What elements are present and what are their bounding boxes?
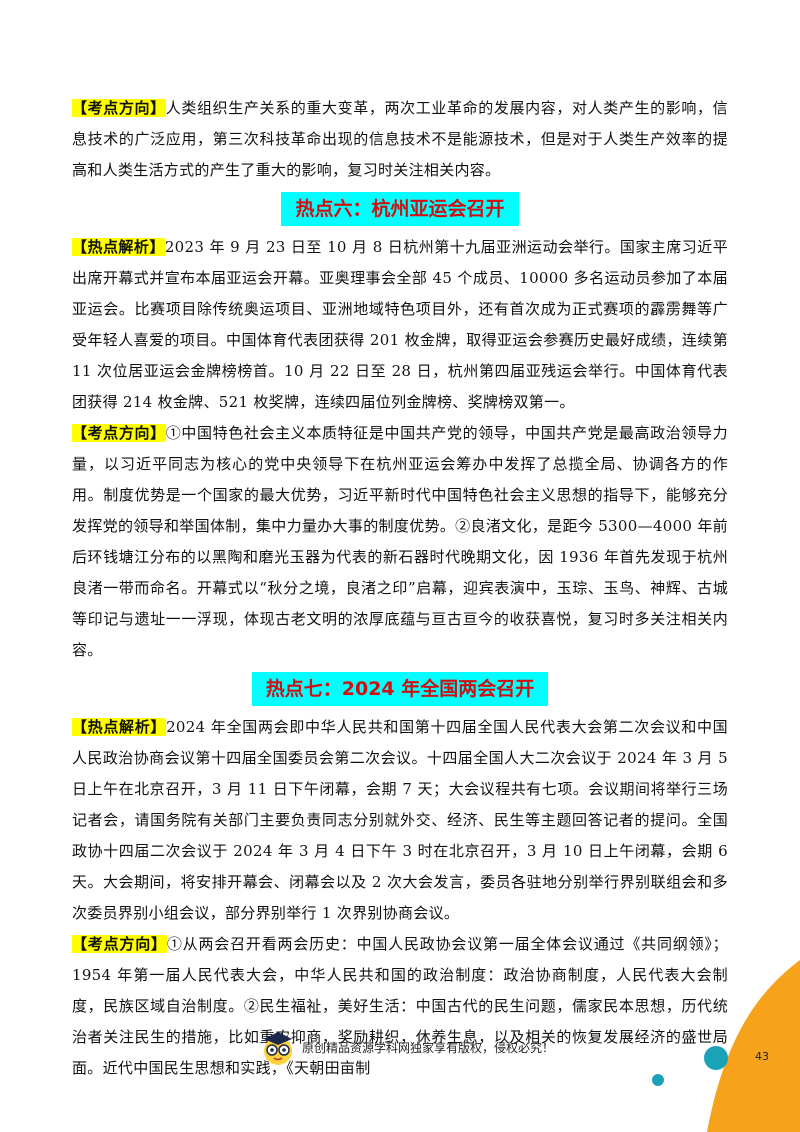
footer-copyright: 原创精品资源学科网独家享有版权，侵权必究！ [302, 1040, 555, 1055]
page-content: 【考点方向】人类组织生产关系的重大变革，两次工业革命的发展内容，对人类产生的影响… [72, 93, 728, 1084]
page-number: 43 [755, 1050, 769, 1063]
tag-label: 【考点方向】 [72, 935, 167, 953]
tag-label: 【热点解析】 [72, 718, 167, 736]
heading-wrap-7: 热点七：2024 年全国两会召开 [72, 668, 728, 712]
tag-label: 【热点解析】 [72, 238, 165, 256]
paragraph-2: 【热点解析】2023 年 9 月 23 日至 10 月 8 日杭州第十九届亚洲运… [72, 232, 728, 418]
paragraph-1: 【考点方向】人类组织生产关系的重大变革，两次工业革命的发展内容，对人类产生的影响… [72, 93, 728, 186]
paragraph-text: ①从两会召开看两会历史：中国人民政协会议第一届全体会议通过《共同纲领》；1954… [72, 935, 728, 1077]
paragraph-text: ①中国特色社会主义本质特征是中国共产党的领导，中国共产党是最高政治领导力量，以习… [72, 424, 728, 659]
footer: 原创精品资源学科网独家享有版权，侵权必究！ [258, 1022, 554, 1072]
section-heading-7: 热点七：2024 年全国两会召开 [251, 672, 549, 706]
paragraph-4: 【热点解析】2024 年全国两会即中华人民共和国第十四届全国人民代表大会第二次会… [72, 712, 728, 929]
paragraph-text: 人类组织生产关系的重大变革，两次工业革命的发展内容，对人类产生的影响，信息技术的… [72, 99, 728, 179]
tag-label: 【考点方向】 [72, 99, 166, 117]
paragraph-text: 2024 年全国两会即中华人民共和国第十四届全国人民代表大会第二次会议和中国人民… [72, 718, 728, 922]
tag-label: 【考点方向】 [72, 424, 166, 442]
paragraph-3: 【考点方向】①中国特色社会主义本质特征是中国共产党的领导，中国共产党是最高政治领… [72, 418, 728, 666]
mascot-icon [264, 1032, 292, 1065]
paragraph-text: 2023 年 9 月 23 日至 10 月 8 日杭州第十九届亚洲运动会举行。国… [72, 238, 728, 411]
heading-wrap-6: 热点六：杭州亚运会召开 [72, 188, 728, 232]
section-heading-6: 热点六：杭州亚运会召开 [281, 192, 519, 226]
paragraph-5: 【考点方向】①从两会召开看两会历史：中国人民政协会议第一届全体会议通过《共同纲领… [72, 929, 728, 1084]
